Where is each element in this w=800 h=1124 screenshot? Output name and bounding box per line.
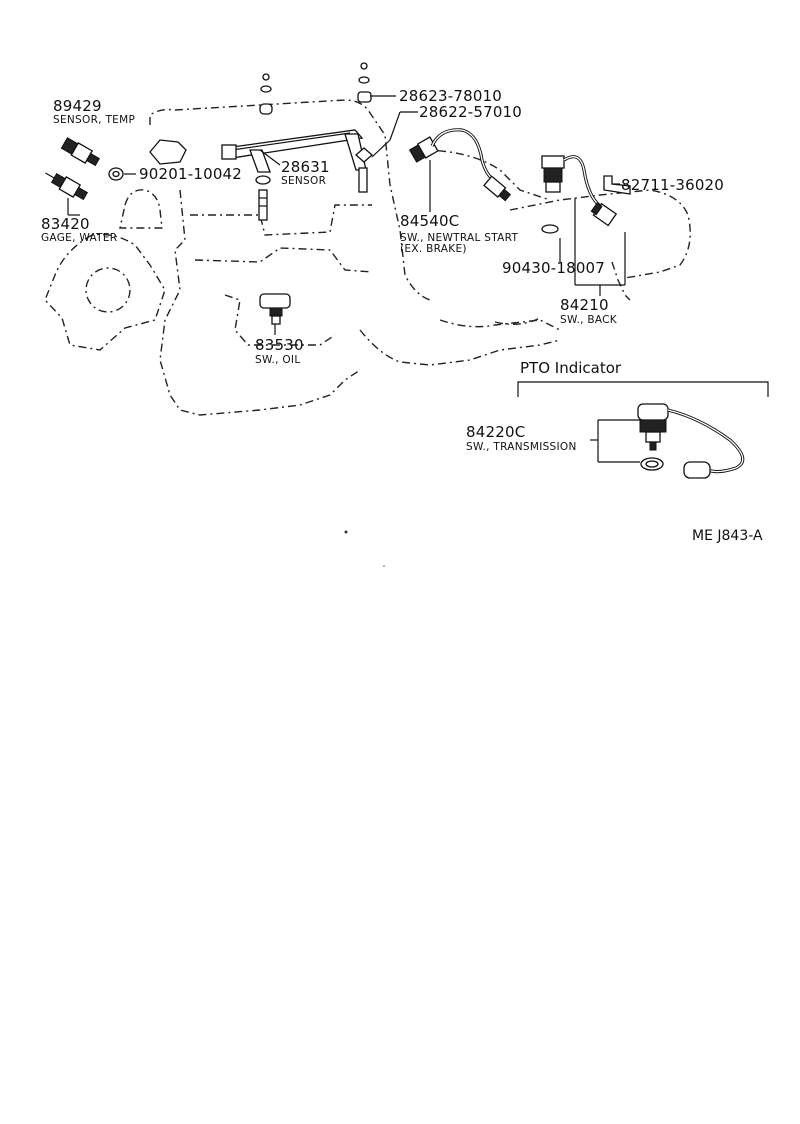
neutral-start-switch-part [408,128,512,202]
temp-sensor-part [60,137,101,167]
bolt-stack-left [255,73,273,221]
fan-outline [44,233,166,351]
part-desc-84210: SW., BACK [560,314,617,326]
part-number-28631: 28631 [281,158,330,176]
part-desc-84540c: SW., NEWTRAL START [400,232,519,244]
part-desc-83530: SW., OIL [255,354,301,366]
stray-mark-2 [383,565,385,567]
oil-switch-part [259,293,291,325]
sensor-harness-part [149,129,367,173]
bolt-stack-right [355,62,373,193]
part-desc-84220c: SW., TRANSMISSION [466,441,577,453]
part-number-28623: 28623-78010 [399,87,503,105]
gasket-90430 [541,224,559,234]
transmission-switch-part [637,403,745,479]
part-desc-83420: GAGE, WATER [41,232,118,244]
part-number-84220c: 84220C [466,423,526,441]
part-desc-89429: SENSOR, TEMP [53,114,136,126]
water-gage-part [45,172,89,201]
part-number-90201: 90201-10042 [139,165,243,183]
part-number-82711: 82711-36020 [621,176,725,194]
leader-lines [67,95,640,463]
part-desc-28631: SENSOR [281,175,327,187]
part-number-83420: 83420 [41,215,90,233]
part-note-84540c: (EX. BRAKE) [400,243,467,255]
pto-indicator-heading: PTO Indicator [520,359,622,377]
part-number-28622: 28622-57010 [419,103,523,121]
back-switch-part [541,155,618,227]
part-number-89429: 89429 [53,97,102,115]
part-number-83530: 83530 [255,336,304,354]
part-number-90430: 90430-18007 [502,259,606,277]
part-number-84540c: 84540C [400,212,460,230]
part-number-84210: 84210 [560,296,609,314]
pto-bracket [517,381,769,397]
bracket-82711 [603,175,631,195]
drawing-reference: ME J843-A [692,528,763,544]
thermostat-housing [119,189,163,229]
stray-mark [344,530,348,534]
